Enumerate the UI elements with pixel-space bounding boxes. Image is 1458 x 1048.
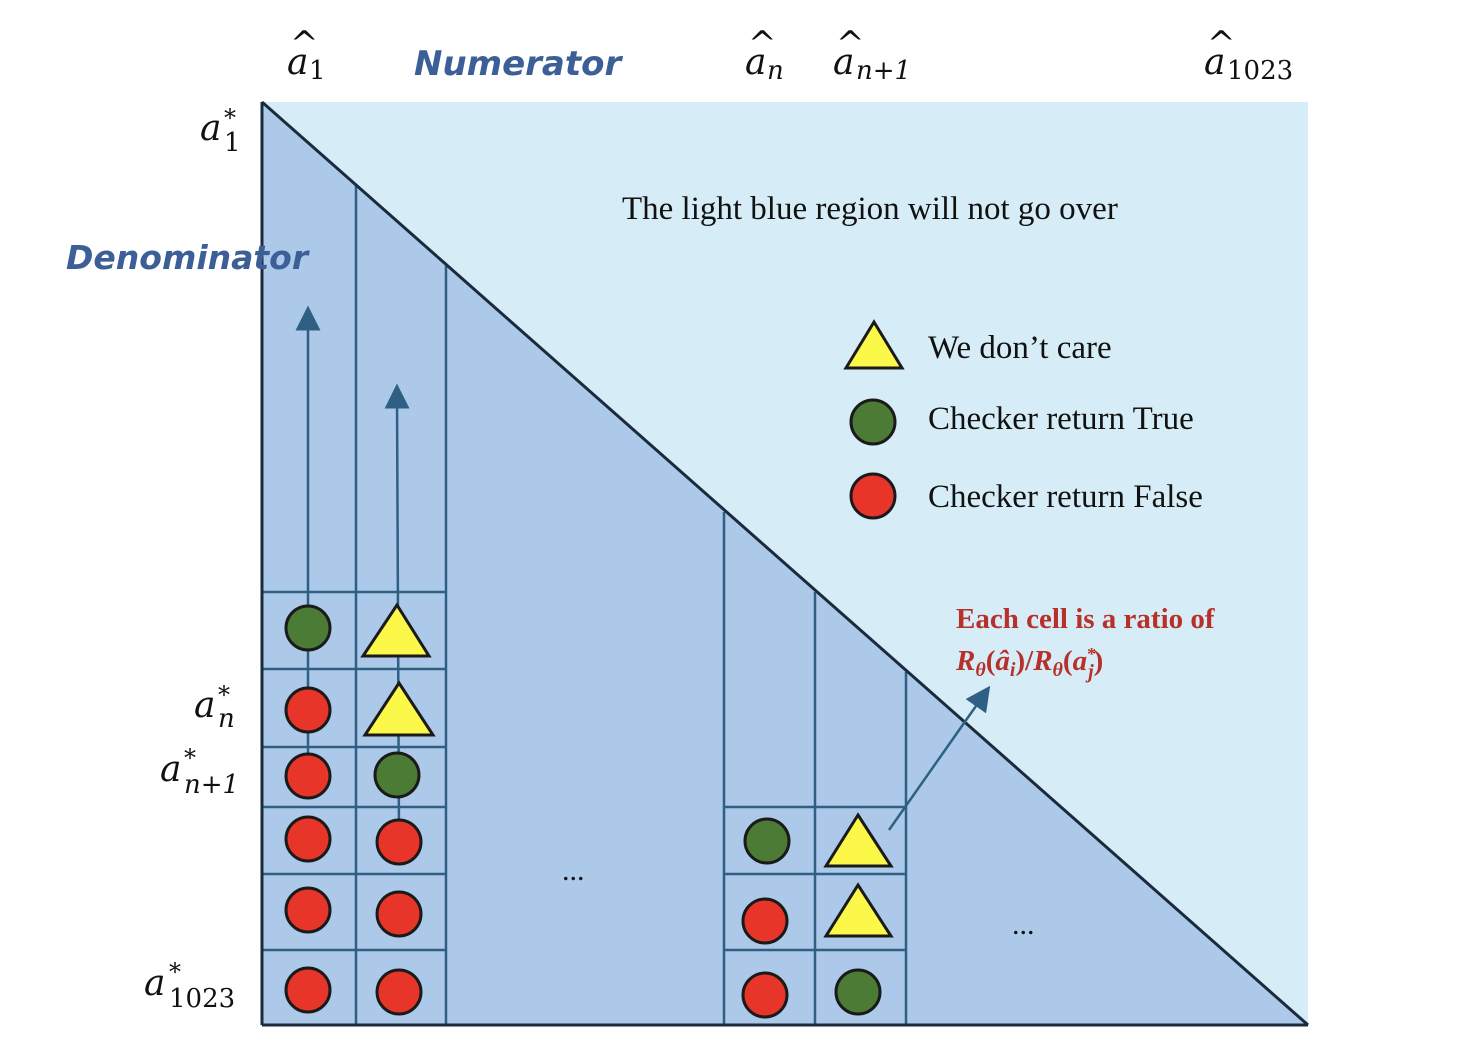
denominator-label: Denominator [66, 238, 310, 277]
svg-text:a: a [144, 963, 165, 1004]
column-header-an: ^ a n [745, 24, 784, 86]
column-n-cells [741, 817, 791, 1019]
svg-text:1: 1 [309, 56, 326, 86]
svg-text:^: ^ [836, 24, 865, 64]
svg-text:n: n [767, 56, 784, 86]
annotation-arrow [887, 685, 991, 831]
svg-text:n: n [218, 704, 235, 734]
column-n1-cells [823, 812, 894, 1016]
svg-text:a: a [745, 42, 766, 83]
red-circle [284, 752, 332, 800]
svg-text:1: 1 [224, 128, 241, 158]
svg-text:n+1: n+1 [184, 770, 239, 800]
column-header-a1023: ^ a 1023 [1204, 24, 1293, 86]
legend-red-circle-icon [849, 472, 897, 520]
annotation-formula: Rθ(âi)/Rθ(a*j) [955, 644, 1103, 683]
annotation-line-1: Each cell is a ratio of [956, 603, 1215, 635]
column-1-cells [284, 604, 332, 1014]
legend-red-label: Checker return False [928, 479, 1203, 515]
row-header-a1023: a * 1023 [144, 958, 235, 1014]
legend: We don’t care Checker return True Checke… [843, 319, 1203, 520]
yellow-triangle [360, 602, 432, 658]
yellow-triangle [823, 882, 894, 938]
column-2-cells [360, 602, 436, 1016]
red-circle [284, 815, 332, 863]
svg-text:^: ^ [748, 24, 777, 64]
svg-text:1023: 1023 [1227, 56, 1293, 86]
svg-text:*: * [169, 958, 181, 986]
legend-green-label: Checker return True [928, 401, 1194, 437]
red-circle [741, 971, 789, 1019]
red-circle [284, 686, 332, 734]
row-header-an1: a * n+1 [160, 744, 239, 800]
svg-text:a: a [287, 42, 308, 83]
red-circle [741, 897, 789, 945]
row-header-an: a * n [194, 681, 235, 734]
yellow-triangle [823, 812, 894, 868]
svg-text:a: a [833, 42, 854, 83]
svg-text:^: ^ [290, 24, 319, 64]
legend-green-circle-icon [849, 398, 897, 446]
svg-text:*: * [184, 744, 196, 772]
svg-text:a: a [200, 108, 221, 149]
red-circle [375, 968, 423, 1016]
svg-text:n+1: n+1 [856, 56, 911, 86]
outline [260, 100, 1309, 1027]
red-circle [284, 966, 332, 1014]
ellipsis-left: ... [562, 854, 585, 887]
column-header-an1: ^ a n+1 [833, 24, 911, 86]
cell-ratio-annotation: Each cell is a ratio of Rθ(âi)/Rθ(a*j) [955, 603, 1215, 683]
red-circle [375, 890, 423, 938]
legend-triangle-label: We don’t care [928, 330, 1112, 366]
legend-triangle-icon [843, 319, 905, 370]
svg-text:1023: 1023 [169, 984, 235, 1014]
svg-text:a: a [160, 749, 181, 790]
region-note: The light blue region will not go over [622, 191, 1118, 227]
red-circle [284, 886, 332, 934]
green-circle [373, 751, 421, 799]
numerator-label: Numerator [414, 44, 623, 84]
green-circle [743, 817, 791, 865]
column-header-a1: ^ a 1 [287, 24, 326, 86]
grid-lines [262, 185, 908, 1025]
red-circle [375, 818, 423, 866]
svg-text:*: * [218, 681, 230, 709]
svg-text:^: ^ [1207, 24, 1236, 64]
green-circle [284, 604, 332, 652]
svg-text:a: a [194, 685, 215, 726]
svg-text:*: * [224, 104, 236, 132]
svg-text:a: a [1204, 42, 1225, 83]
ellipsis-right: ... [1012, 908, 1035, 941]
row-header-a1: a * 1 [200, 104, 241, 158]
green-circle [834, 968, 882, 1016]
yellow-triangle [362, 680, 436, 737]
